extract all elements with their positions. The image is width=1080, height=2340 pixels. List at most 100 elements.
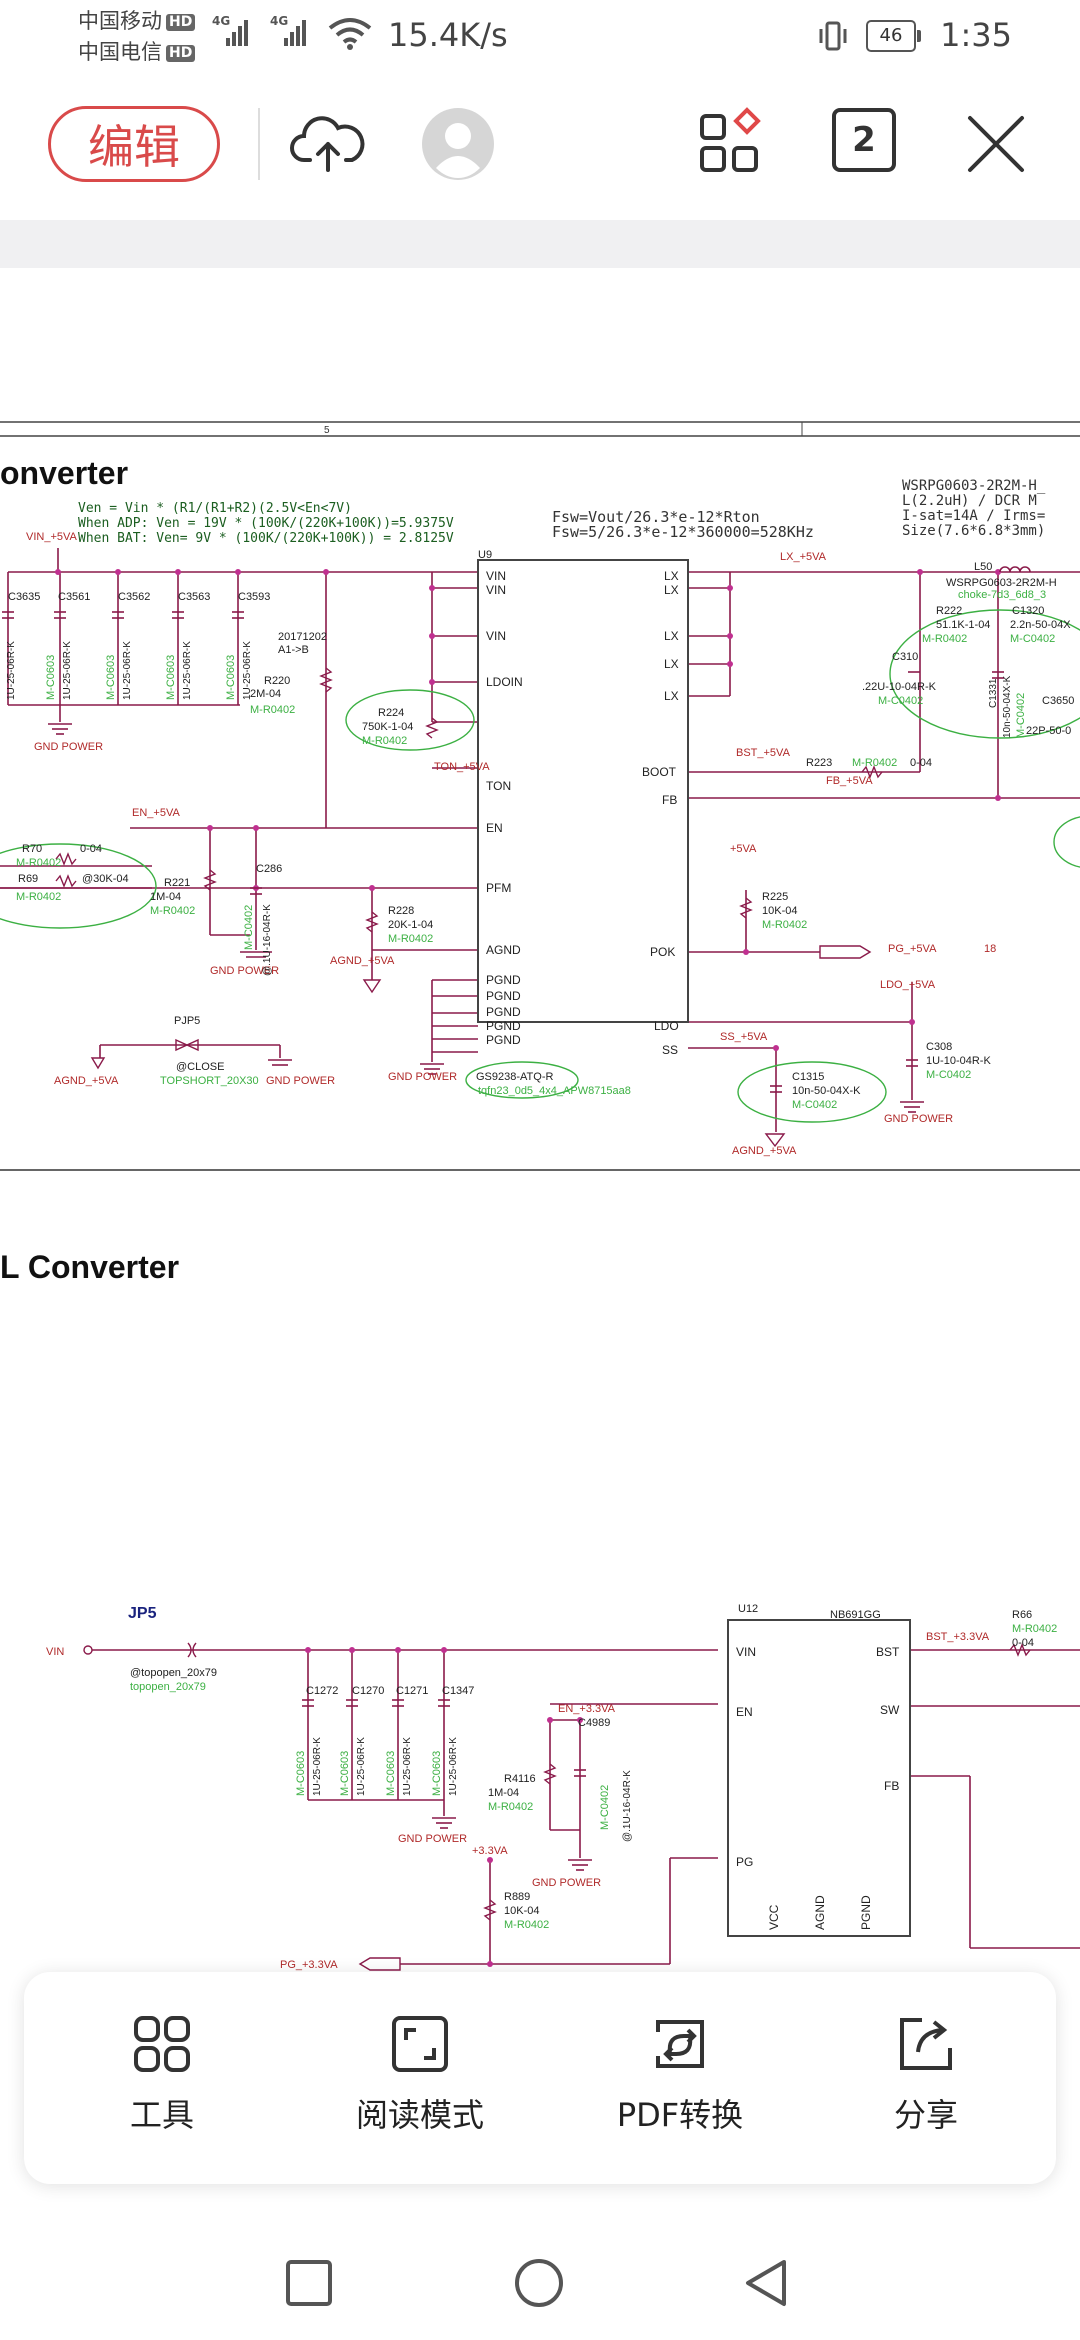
r224-ref: R224 (378, 707, 404, 719)
gnd-power-5: GND POWER (884, 1113, 953, 1125)
signal-1-icon: 4G (212, 14, 248, 46)
r228-fp: M-R0402 (388, 933, 433, 945)
bottom-action-bar: 工具 阅读模式 PDF转换 分享 (24, 1972, 1056, 2184)
cap-top-fp-4: M-C0603 (225, 655, 237, 700)
net-fb5: FB_+5VA (826, 775, 873, 787)
cap-bottom-4: C1347 (442, 1685, 474, 1697)
apps-grid-icon[interactable] (692, 104, 772, 184)
r224-val: 750K-1-04 (362, 721, 413, 733)
r228-val: 20K-1-04 (388, 919, 433, 931)
hd-badge-2: HD (166, 44, 196, 62)
u9-pin-lx-2: LX (664, 583, 679, 597)
home-icon[interactable] (514, 2258, 564, 2308)
inductor-note-1: WSRPG0603-2R2M-H_ (902, 478, 1046, 494)
u9-pin-ton: TON (486, 779, 511, 793)
vibrate-icon (819, 21, 847, 51)
edit-button[interactable]: 编辑 (48, 106, 220, 182)
c4989-val: @.1U-16-04R-K (622, 1770, 633, 1842)
r225-ref: R225 (762, 891, 788, 903)
c1331-fp: M-C0402 (1015, 693, 1027, 738)
close-icon[interactable] (956, 104, 1036, 184)
u9-pin-lx-5: LX (664, 689, 679, 703)
cap-bottom-val-1: 1U-25-06R-K (312, 1737, 323, 1796)
l50-fp: choke-7d3_6d8_3 (958, 589, 1046, 601)
net-agnd5-b: AGND_+5VA (54, 1075, 119, 1087)
r220-val: 2M-04 (250, 688, 281, 700)
net-pg33: PG_+3.3VA (280, 1959, 338, 1971)
r69-fp: M-R0402 (16, 891, 61, 903)
r66-val: 0-04 (1012, 1637, 1034, 1649)
u9-pin-pgnd-3: PGND (486, 1005, 521, 1019)
cap-bottom-fp-1: M-C0603 (295, 1751, 307, 1796)
schematic-drawing: 5 onverter L Converter Ven = Vin * (R1/(… (0, 421, 1080, 1971)
back-icon[interactable] (742, 2258, 792, 2308)
net-ss5: SS_+5VA (720, 1031, 768, 1043)
u12-pin-agnd: AGND (813, 1895, 827, 1930)
u12-pin-fb: FB (884, 1779, 899, 1793)
r66-ref: R66 (1012, 1609, 1032, 1621)
cap-bottom-val-2: 1U-25-06R-K (356, 1737, 367, 1796)
r4116-fp: M-R0402 (488, 1801, 533, 1813)
r4116-ref: R4116 (504, 1773, 536, 1785)
r221-fp: M-R0402 (150, 905, 195, 917)
u9-pin-lx-4: LX (664, 657, 679, 671)
net-type-1: 4G (212, 14, 231, 28)
r889-ref: R889 (504, 1891, 530, 1903)
c1315-ref: C1315 (792, 1071, 824, 1083)
recent-apps-icon[interactable] (284, 2258, 334, 2308)
hd-badge-1: HD (166, 13, 196, 31)
cap-top-val-1: 1U-25-06R-K (6, 641, 17, 700)
r223-fp: M-R0402 (852, 757, 897, 769)
r222-val: 51.1K-1-04 (936, 619, 990, 631)
cap-bottom-fp-4: M-C0603 (431, 1751, 443, 1796)
u12-ref: U12 (738, 1603, 758, 1615)
page-ref: 18 (984, 943, 996, 955)
gnd-power-6: GND POWER (398, 1833, 467, 1845)
reading-mode-button[interactable]: 阅读模式 (310, 2012, 530, 2136)
u9-pin-en: EN (486, 821, 503, 835)
net-lx5: LX_+5VA (780, 551, 827, 563)
ruler-mark: 5 (324, 425, 330, 436)
r228-ref: R228 (388, 905, 414, 917)
r220-fp: M-R0402 (250, 704, 295, 716)
r223-ref: R223 (806, 757, 832, 769)
net-ton5: TON_+5VA (434, 761, 490, 773)
r66-fp: M-R0402 (1012, 1623, 1057, 1635)
u9-footprint: tqfn23_0d5_4x4_APW8715aa8 (478, 1085, 631, 1097)
formula-line-1: Ven = Vin * (R1/(R1+R2)(2.5V<En<7V) (78, 501, 352, 516)
r223-val: 0-04 (910, 757, 932, 769)
cap-bottom-2: C1270 (352, 1685, 384, 1697)
c1320-fp: M-C0402 (1010, 633, 1055, 645)
avatar[interactable] (418, 104, 498, 184)
pdf-convert-button[interactable]: PDF转换 (570, 2012, 790, 2136)
net-en33: EN_+3.3VA (558, 1703, 616, 1715)
net-type-2: 4G (270, 14, 289, 28)
document-top-strip (0, 220, 1080, 268)
tools-button[interactable]: 工具 (52, 2012, 272, 2136)
r224-fp: M-R0402 (362, 735, 407, 747)
share-button[interactable]: 分享 (816, 2012, 1036, 2136)
cloud-upload-icon[interactable] (288, 104, 368, 184)
u12-pin-vcc: VCC (767, 1904, 781, 1930)
section-title-bottom: L Converter (0, 1249, 179, 1285)
r222-ref: R222 (936, 605, 962, 617)
jp5-footprint-1: @topopen_20x79 (130, 1667, 217, 1679)
u9-pin-vin-1: VIN (486, 569, 506, 583)
clock: 1:35 (940, 16, 1012, 54)
toolbar-divider (258, 108, 260, 180)
tab-count-button[interactable]: 2 (832, 108, 896, 172)
c310-val: .22U-10-04R-K (862, 681, 937, 693)
u12-pin-bst: BST (876, 1645, 900, 1659)
u12-pin-sw: SW (880, 1703, 900, 1717)
cap-top-1: C3635 (8, 591, 40, 603)
pdf-page-view[interactable]: 5 onverter L Converter Ven = Vin * (R1/(… (0, 268, 1080, 1978)
r222-fp: M-R0402 (922, 633, 967, 645)
r70-ref: R70 (22, 843, 42, 855)
jp5-ref: JP5 (128, 1605, 157, 1622)
cap-bottom-val-3: 1U-25-06R-K (402, 1737, 413, 1796)
fsw-line-1: Fsw=Vout/26.3*e-12*Rton (552, 508, 760, 526)
r69-val: @30K-04 (82, 873, 129, 885)
u12-pin-vin: VIN (736, 1645, 756, 1659)
u12-pin-pgnd: PGND (859, 1895, 873, 1930)
